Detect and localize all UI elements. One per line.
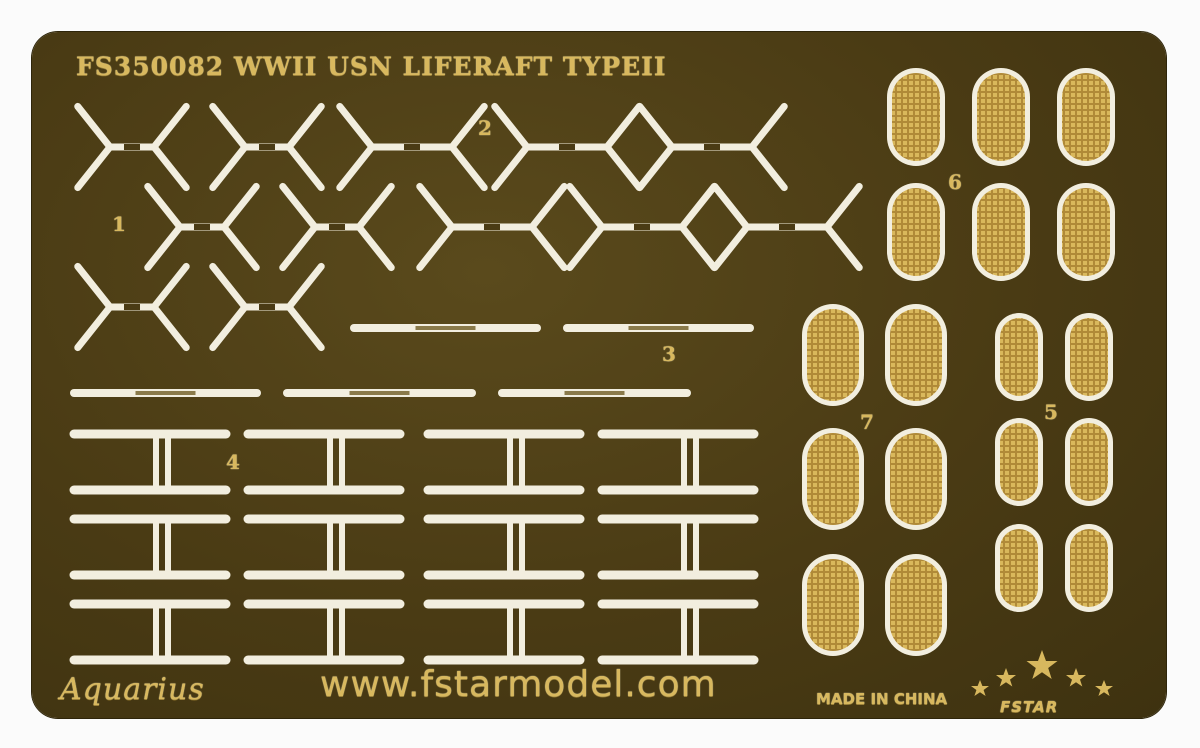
- rod-part-3: [498, 389, 691, 397]
- origin-label: MADE IN CHINA: [816, 690, 948, 708]
- liferaft-frame-part-1: [144, 182, 260, 272]
- grating-part-6: [887, 183, 945, 281]
- h-frame-part-4: [69, 599, 231, 665]
- grating-part-7: [802, 304, 864, 406]
- grating-part-5: [995, 418, 1043, 506]
- h-frame-part-4: [597, 514, 759, 580]
- liferaft-frame-part-1: [74, 102, 190, 192]
- liferaft-frame-part-1: [74, 262, 190, 352]
- h-frame-part-4: [243, 514, 405, 580]
- liferaft-frame-part-2: [636, 102, 788, 192]
- grating-part-5: [995, 524, 1043, 612]
- liferaft-frame-part-2: [711, 182, 863, 272]
- grating-part-6: [972, 183, 1030, 281]
- liferaft-frame-part-2: [416, 182, 568, 272]
- liferaft-frame-part-1: [279, 182, 395, 272]
- grating-part-7: [885, 304, 947, 406]
- grating-part-6: [887, 68, 945, 166]
- h-frame-part-4: [597, 429, 759, 495]
- fstar-logo-text: FSTAR: [1000, 698, 1059, 716]
- rod-part-3: [283, 389, 476, 397]
- fret-title: FS350082 WWII USN LIFERAFT TYPEII: [76, 52, 667, 81]
- liferaft-frame-part-1: [209, 262, 325, 352]
- grating-part-5: [1065, 313, 1113, 401]
- h-frame-part-4: [423, 514, 585, 580]
- rod-part-3: [563, 324, 754, 332]
- grating-part-6: [1057, 183, 1115, 281]
- grating-part-5: [995, 313, 1043, 401]
- grating-part-6: [1057, 68, 1115, 166]
- h-frame-part-4: [423, 429, 585, 495]
- brand-label: Aquarius: [60, 672, 205, 707]
- photo-etch-fret: FS350082 WWII USN LIFERAFT TYPEII 1 2 3 …: [32, 32, 1166, 718]
- grating-part-7: [885, 428, 947, 530]
- part-number-1: 1: [112, 212, 126, 236]
- grating-part-7: [802, 428, 864, 530]
- part-number-3: 3: [662, 342, 676, 366]
- part-number-6: 6: [948, 170, 962, 194]
- liferaft-frame-part-2: [336, 102, 488, 192]
- rod-part-3: [350, 324, 541, 332]
- five-stars-icon: [971, 650, 1113, 696]
- website-label: www.fstarmodel.com: [320, 664, 717, 705]
- liferaft-frame-part-2: [566, 182, 718, 272]
- h-frame-part-4: [423, 599, 585, 665]
- rod-part-3: [70, 389, 261, 397]
- grating-part-5: [1065, 418, 1113, 506]
- grating-part-6: [972, 68, 1030, 166]
- grating-part-5: [1065, 524, 1113, 612]
- h-frame-part-4: [243, 429, 405, 495]
- liferaft-frame-part-1: [209, 102, 325, 192]
- part-number-2: 2: [478, 116, 492, 140]
- part-number-7: 7: [860, 410, 874, 434]
- part-number-5: 5: [1044, 400, 1058, 424]
- grating-part-7: [885, 554, 947, 656]
- h-frame-part-4: [69, 429, 231, 495]
- h-frame-part-4: [69, 514, 231, 580]
- etched-parts: [69, 68, 1115, 665]
- h-frame-part-4: [243, 599, 405, 665]
- part-number-4: 4: [226, 450, 240, 474]
- grating-part-7: [802, 554, 864, 656]
- liferaft-frame-part-2: [491, 102, 643, 192]
- h-frame-part-4: [597, 599, 759, 665]
